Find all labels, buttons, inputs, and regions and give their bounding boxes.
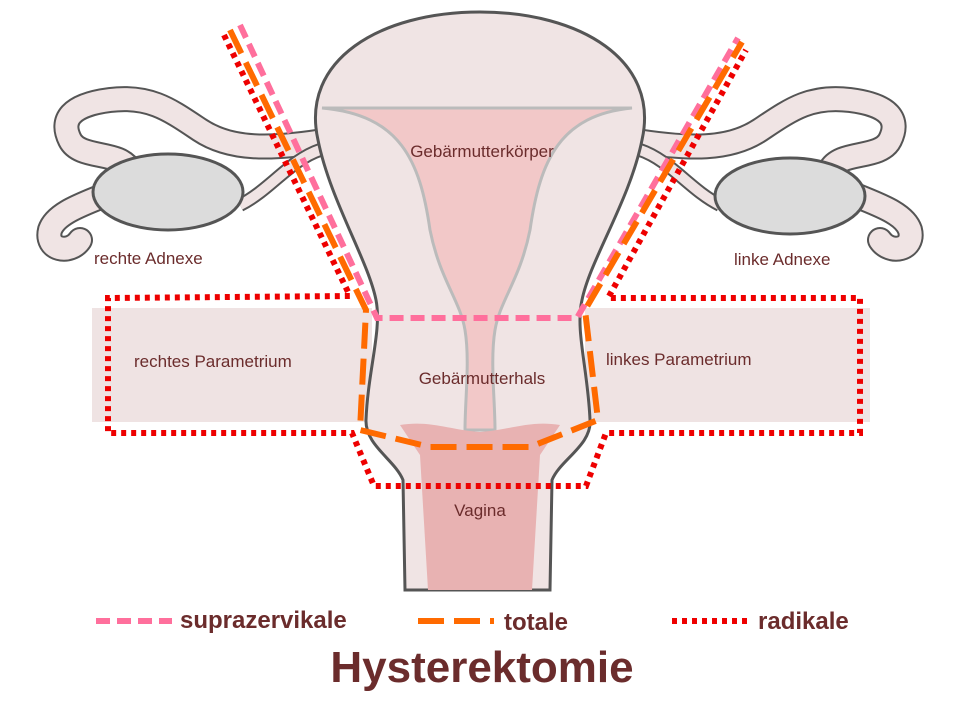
label-left-parametrium: linkes Parametrium [606,350,752,369]
left-parametrium-area [585,308,870,422]
diagram-title: Hysterektomie [330,643,633,692]
right-fallopian-tube [36,86,343,262]
right-parametrium-area [92,308,372,422]
label-right-adnexa: rechte Adnexe [94,249,203,268]
right-ovary [91,152,245,232]
left-fallopian-tube [617,86,924,262]
uterine-cavity [321,106,633,432]
left-ovary [713,156,867,236]
label-vagina: Vagina [454,501,506,520]
vaginal-canal [400,423,560,590]
label-left-adnexa: linke Adnexe [734,250,830,269]
radikale-line [105,33,863,489]
legend-label-radikale: radikale [758,608,849,635]
legend-label-suprazervikale: suprazervikale [180,607,347,634]
legend-label-totale: totale [504,609,568,636]
label-uterine-body: Gebärmutterkörper [410,142,554,161]
label-right-parametrium: rechtes Parametrium [134,352,292,371]
suprazervikale-line [237,23,741,321]
label-cervix: Gebärmutterhals [419,369,546,388]
totale-line [227,28,745,450]
legend: suprazervikale totale radikale [96,607,849,636]
